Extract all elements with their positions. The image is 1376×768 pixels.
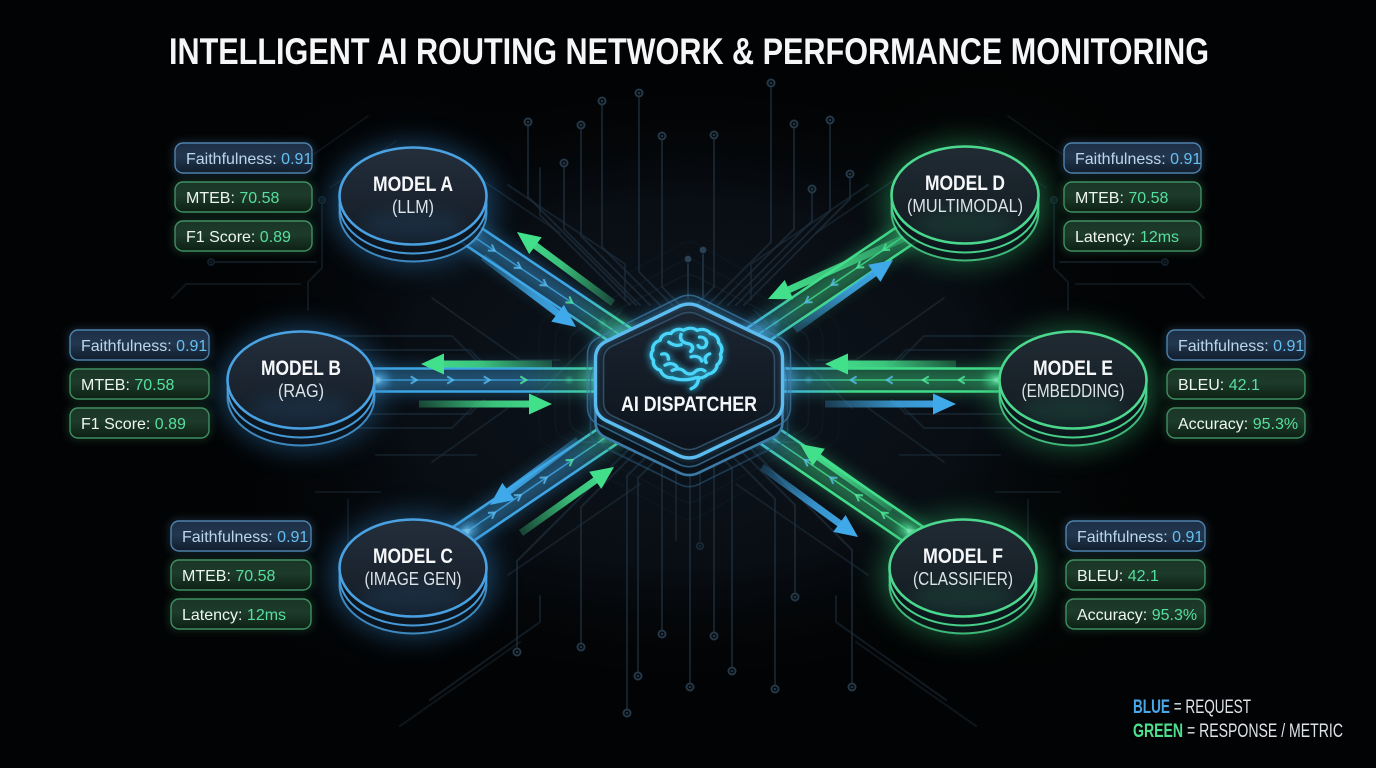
svg-text:MODEL F: MODEL F (923, 545, 1003, 568)
svg-text:F1 Score: 0.89: F1 Score: 0.89 (186, 229, 291, 246)
svg-text:MODEL E: MODEL E (1033, 357, 1113, 380)
svg-text:MTEB: 70.58: MTEB: 70.58 (81, 377, 174, 394)
svg-text:F1 Score: 0.89: F1 Score: 0.89 (81, 416, 186, 433)
svg-text:Accuracy: 95.3%: Accuracy: 95.3% (1077, 607, 1197, 624)
svg-text:Faithfulness: 0.91: Faithfulness: 0.91 (1077, 529, 1203, 546)
svg-text:AI DISPATCHER: AI DISPATCHER (621, 392, 757, 416)
svg-text:MTEB: 70.58: MTEB: 70.58 (186, 190, 279, 207)
svg-text:BLEU: 42.1: BLEU: 42.1 (1077, 568, 1159, 585)
svg-text:(EMBEDDING): (EMBEDDING) (1022, 381, 1125, 401)
svg-text:(MULTIMODAL): (MULTIMODAL) (907, 196, 1023, 216)
svg-text:MODEL A: MODEL A (373, 173, 453, 196)
svg-text:Accuracy: 95.3%: Accuracy: 95.3% (1178, 416, 1298, 433)
svg-text:Faithfulness: 0.91: Faithfulness: 0.91 (182, 529, 308, 546)
svg-text:MODEL C: MODEL C (373, 545, 453, 568)
svg-text:INTELLIGENT AI ROUTING NETWORK: INTELLIGENT AI ROUTING NETWORK & PERFORM… (169, 31, 1209, 72)
svg-text:BLEU: 42.1: BLEU: 42.1 (1178, 377, 1260, 394)
svg-text:MODEL D: MODEL D (925, 172, 1005, 195)
svg-text:GREEN = RESPONSE / METRIC: GREEN = RESPONSE / METRIC (1133, 721, 1343, 742)
svg-text:(IMAGE GEN): (IMAGE GEN) (365, 569, 462, 589)
svg-text:Faithfulness: 0.91: Faithfulness: 0.91 (186, 151, 312, 168)
svg-text:BLUE = REQUEST: BLUE = REQUEST (1133, 697, 1251, 718)
svg-text:MTEB: 70.58: MTEB: 70.58 (1075, 190, 1168, 207)
svg-text:Latency: 12ms: Latency: 12ms (1075, 229, 1179, 246)
svg-text:MTEB: 70.58: MTEB: 70.58 (182, 568, 275, 585)
svg-text:Faithfulness: 0.91: Faithfulness: 0.91 (1075, 151, 1201, 168)
svg-text:Faithfulness: 0.91: Faithfulness: 0.91 (81, 338, 207, 355)
svg-text:(LLM): (LLM) (392, 197, 434, 217)
svg-text:Faithfulness: 0.91: Faithfulness: 0.91 (1178, 338, 1304, 355)
svg-text:(RAG): (RAG) (278, 381, 324, 401)
svg-text:(CLASSIFIER): (CLASSIFIER) (913, 569, 1013, 589)
svg-text:MODEL B: MODEL B (261, 357, 341, 380)
svg-text:Latency: 12ms: Latency: 12ms (182, 607, 286, 624)
